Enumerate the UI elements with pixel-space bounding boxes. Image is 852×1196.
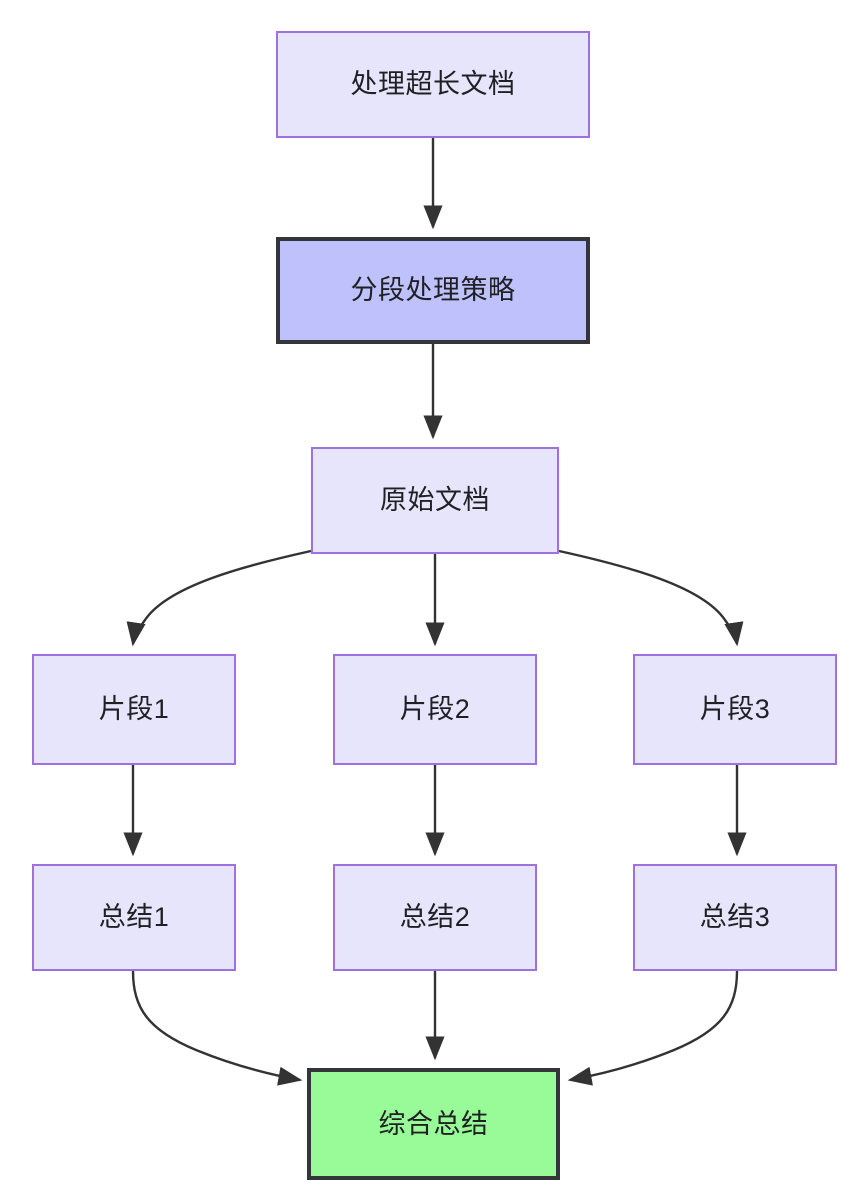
edge-source-doc-to-segment-3 bbox=[558, 549, 744, 647]
node-segment-2[interactable]: 片段2 bbox=[333, 654, 537, 765]
edge-summary-3-to-final bbox=[567, 970, 739, 1086]
edge-source-doc-to-segment-1 bbox=[126, 549, 312, 647]
node-final-summary[interactable]: 综合总结 bbox=[307, 1068, 560, 1180]
node-segment-3-label: 片段3 bbox=[699, 694, 771, 725]
node-summary-2-label: 总结2 bbox=[399, 902, 471, 933]
node-summary-1-label: 总结1 bbox=[98, 902, 170, 933]
node-strategy[interactable]: 分段处理策略 bbox=[276, 237, 590, 344]
node-summary-3-label: 总结3 bbox=[699, 902, 771, 933]
edge-summary-1-to-final bbox=[131, 970, 303, 1086]
node-long-doc[interactable]: 处理超长文档 bbox=[276, 31, 590, 138]
node-summary-1[interactable]: 总结1 bbox=[32, 864, 236, 971]
node-long-doc-label: 处理超长文档 bbox=[350, 69, 516, 100]
node-summary-3[interactable]: 总结3 bbox=[633, 864, 837, 971]
node-segment-1-label: 片段1 bbox=[98, 694, 170, 725]
node-segment-1[interactable]: 片段1 bbox=[32, 654, 236, 765]
node-source-doc[interactable]: 原始文档 bbox=[311, 447, 559, 554]
node-source-doc-label: 原始文档 bbox=[380, 485, 490, 516]
node-summary-2[interactable]: 总结2 bbox=[333, 864, 537, 971]
node-final-summary-label: 综合总结 bbox=[378, 1108, 489, 1139]
node-segment-2-label: 片段2 bbox=[399, 694, 471, 725]
node-strategy-label: 分段处理策略 bbox=[350, 275, 516, 306]
node-segment-3[interactable]: 片段3 bbox=[633, 654, 837, 765]
